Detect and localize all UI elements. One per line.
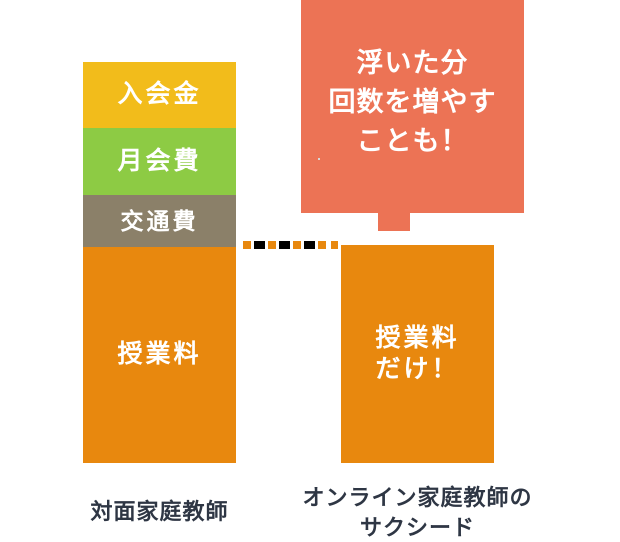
segment-tuition-fee: 授業料 (83, 247, 236, 463)
dash-segment (268, 241, 276, 249)
dash-segment (331, 241, 338, 249)
bar-in-person-tutoring: 入会金 月会費 交通費 授業料 (83, 62, 236, 463)
dash-segment (318, 241, 326, 249)
segment-transport-fee: 交通費 (83, 195, 236, 247)
segment-label-monthly-fee: 月会費 (117, 146, 202, 175)
decorative-speck (318, 158, 320, 160)
segment-label-tuition-fee-only: 授業料 だけ！ (375, 323, 460, 383)
dash-segment (326, 241, 331, 249)
dash-segment (265, 241, 268, 249)
axis-label-online-tutoring: オンライン家庭教師の サクシード (302, 485, 533, 540)
savings-callout-bubble: 浮いた分 回数を増やす ことも！ (301, 0, 524, 213)
dash-segment (276, 241, 279, 249)
axis-label-in-person-tutoring: 対面家庭教師 (90, 499, 229, 524)
dash-segment (301, 241, 304, 249)
savings-callout-text: 浮いた分 回数を増やす ことも！ (328, 47, 497, 157)
savings-connector-dashed-line (243, 241, 338, 249)
segment-label-transport-fee: 交通費 (120, 207, 199, 234)
segment-enrollment-fee: 入会金 (83, 62, 236, 128)
bar-online-tutoring: 授業料 だけ！ (341, 245, 494, 463)
dash-segment (251, 241, 254, 249)
dash-segment (279, 241, 290, 249)
dash-segment (254, 241, 265, 249)
dash-segment (290, 241, 293, 249)
dash-segment (315, 241, 318, 249)
dash-segment (293, 241, 301, 249)
dash-segment (304, 241, 315, 249)
segment-tuition-fee-only: 授業料 だけ！ (341, 245, 494, 463)
segment-monthly-fee: 月会費 (83, 128, 236, 195)
dash-segment (243, 241, 251, 249)
segment-label-enrollment-fee: 入会金 (117, 80, 202, 109)
savings-callout-pointer (378, 212, 410, 231)
segment-label-tuition-fee: 授業料 (117, 340, 202, 369)
